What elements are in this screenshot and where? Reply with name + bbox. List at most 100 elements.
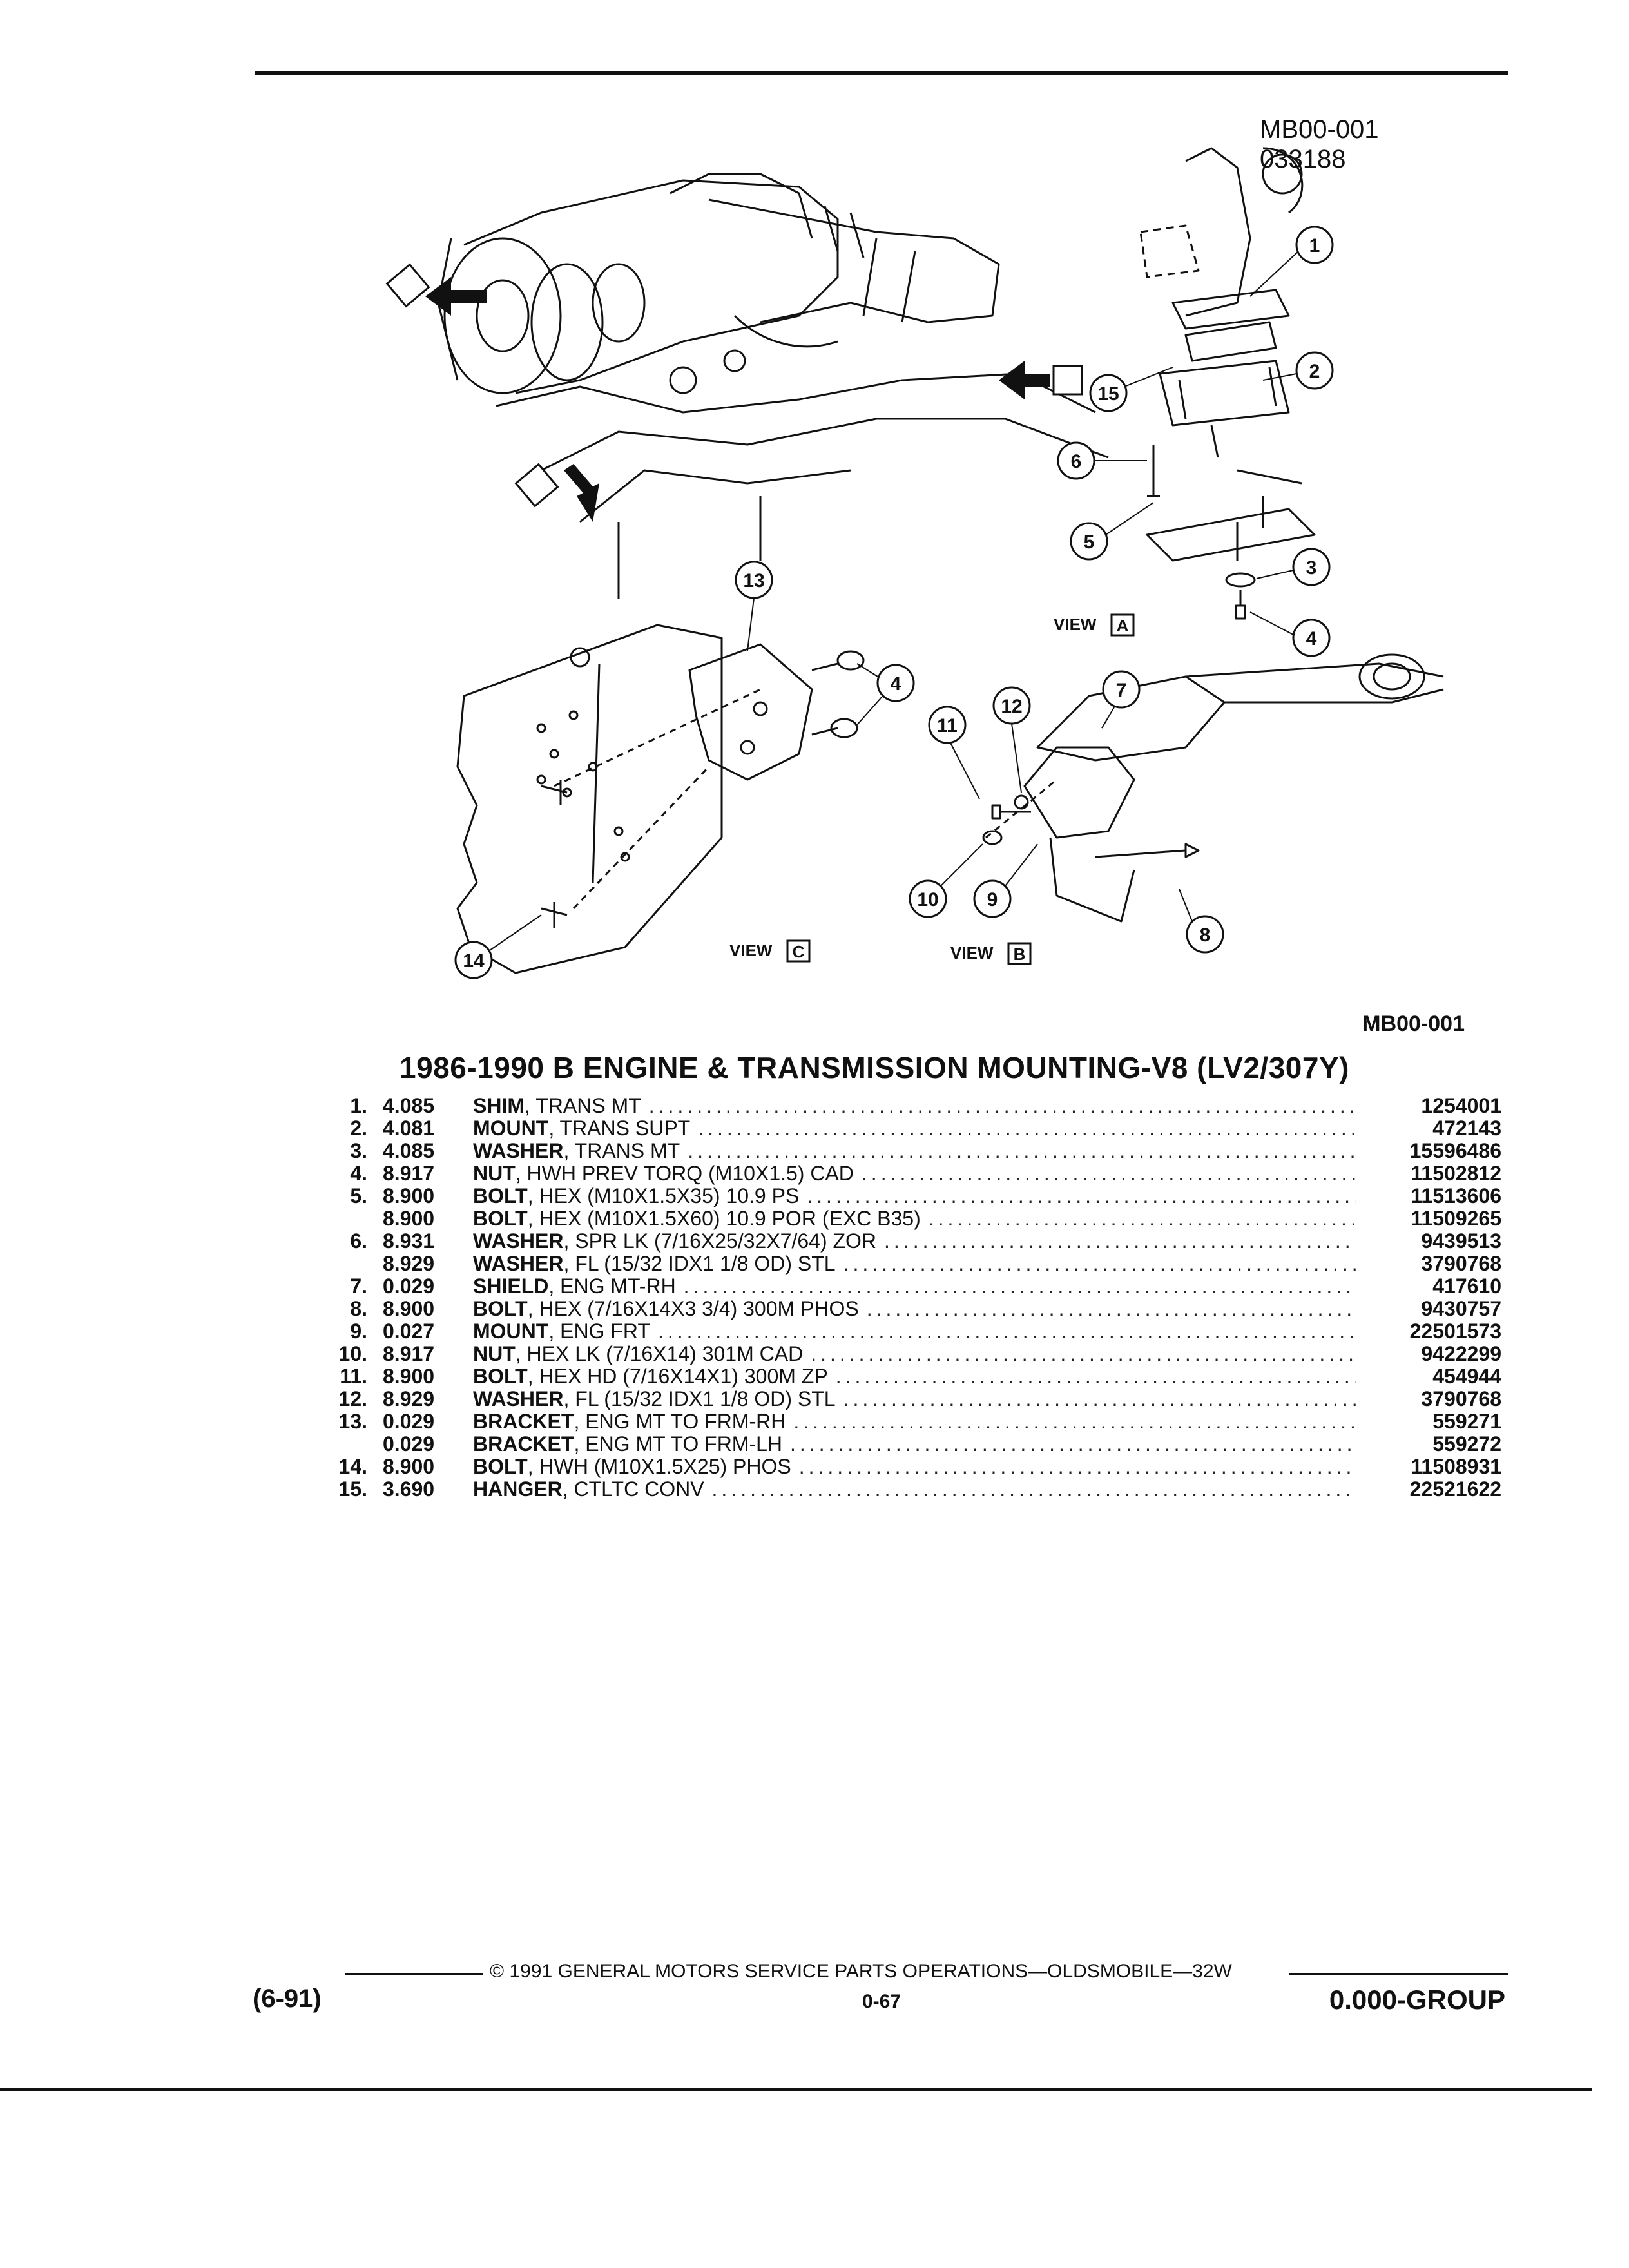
- part-name: BOLT: [473, 1455, 528, 1478]
- part-name: WASHER: [473, 1387, 564, 1410]
- part-description: SHIM , TRANS MT: [473, 1094, 1366, 1118]
- leader-dots: [799, 1455, 1356, 1479]
- item-number: 15.: [338, 1477, 367, 1501]
- leader-dots: [843, 1252, 1356, 1276]
- leader-dots: [807, 1184, 1356, 1208]
- leader-dots: [658, 1320, 1356, 1343]
- svg-text:5: 5: [1084, 532, 1095, 553]
- group-number: 8.929: [383, 1252, 435, 1275]
- callout-13: 13: [735, 561, 773, 651]
- part-detail: , FL (15/32 IDX1 1/8 OD) STL: [563, 1387, 836, 1410]
- arrow-c: [514, 463, 599, 522]
- group-number: 0.029: [383, 1274, 435, 1298]
- item-number: 3.: [350, 1139, 367, 1162]
- group-number: 8.917: [383, 1162, 435, 1185]
- svg-text:13: 13: [743, 570, 764, 591]
- svg-text:11: 11: [937, 715, 958, 736]
- part-number: 3790768: [1421, 1387, 1501, 1410]
- item-number: 2.: [350, 1117, 367, 1140]
- callout-10: 10: [909, 843, 983, 918]
- callout-4-c: 4: [856, 663, 915, 726]
- callout-14: 14: [454, 914, 542, 979]
- part-name: MOUNT: [473, 1117, 549, 1140]
- part-number: 1254001: [1421, 1094, 1501, 1117]
- part-detail: , FL (15/32 IDX1 1/8 OD) STL: [563, 1252, 836, 1275]
- bottom-rule: [0, 2088, 1592, 2091]
- group-number: 8.929: [383, 1387, 435, 1410]
- part-name: BOLT: [473, 1184, 528, 1207]
- part-number: 9430757: [1421, 1297, 1501, 1320]
- part-detail: , HWH (M10X1.5X25) PHOS: [527, 1455, 791, 1478]
- svg-text:VIEW: VIEW: [950, 943, 994, 963]
- part-number: 11513606: [1411, 1184, 1501, 1207]
- part-name: SHIELD: [473, 1274, 549, 1298]
- part-number: 559272: [1432, 1432, 1501, 1456]
- footer-date: (6-91): [253, 1984, 322, 2013]
- svg-text:VIEW: VIEW: [729, 941, 773, 960]
- item-number: 4.: [350, 1162, 367, 1185]
- part-name: NUT: [473, 1342, 516, 1365]
- part-description: WASHER , FL (15/32 IDX1 1/8 OD) STL: [473, 1252, 1366, 1276]
- part-description: NUT , HEX LK (7/16X14) 301M CAD: [473, 1342, 1366, 1366]
- part-description: WASHER , SPR LK (7/16X25/32X7/64) ZOR: [473, 1229, 1366, 1253]
- callout-3: 3: [1256, 548, 1331, 586]
- part-number: 559271: [1432, 1410, 1501, 1433]
- svg-text:6: 6: [1071, 451, 1082, 472]
- group-number: 4.081: [383, 1117, 435, 1140]
- section-title: 1986-1990 B ENGINE & TRANSMISSION MOUNTI…: [400, 1051, 1349, 1084]
- group-number: 3.690: [383, 1477, 435, 1501]
- part-name: NUT: [473, 1162, 516, 1185]
- part-number: 11502812: [1411, 1162, 1501, 1185]
- callout-15: 15: [1089, 367, 1173, 412]
- part-description: MOUNT , ENG FRT: [473, 1320, 1366, 1343]
- top-rule: [255, 71, 1508, 75]
- part-number: 15596486: [1409, 1139, 1501, 1162]
- svg-text:B: B: [1014, 945, 1026, 964]
- part-description: BOLT , HEX (M10X1.5X35) 10.9 PS: [473, 1184, 1366, 1208]
- leader-dots: [698, 1117, 1356, 1140]
- part-description: WASHER , TRANS MT: [473, 1139, 1366, 1163]
- part-name: BOLT: [473, 1297, 528, 1320]
- leader-dots: [867, 1297, 1356, 1321]
- diagram-svg: 1 2 3 4 4 5 6 7 8 9 10 11 12 13 14 15 VI…: [385, 147, 1444, 979]
- leader-dots: [884, 1229, 1356, 1253]
- part-number: 417610: [1432, 1274, 1501, 1298]
- group-number: 8.900: [383, 1455, 435, 1478]
- leader-dots: [929, 1207, 1356, 1231]
- part-detail: , TRANS MT: [563, 1139, 680, 1162]
- callout-12: 12: [992, 686, 1031, 793]
- svg-text:A: A: [1117, 616, 1129, 635]
- view-a-illustration: [1139, 147, 1316, 620]
- callout-7: 7: [1101, 670, 1141, 729]
- svg-text:7: 7: [1116, 680, 1127, 701]
- svg-text:1: 1: [1309, 235, 1320, 256]
- group-number: 4.085: [383, 1094, 435, 1117]
- svg-text:14: 14: [463, 950, 485, 972]
- callout-4-a: 4: [1249, 611, 1331, 657]
- group-number: 0.027: [383, 1320, 435, 1343]
- part-detail: , CTLTC CONV: [562, 1477, 704, 1501]
- part-name: HANGER: [473, 1477, 563, 1501]
- leader-dots: [793, 1410, 1356, 1434]
- svg-text:12: 12: [1001, 696, 1022, 717]
- callout-8: 8: [1179, 889, 1224, 954]
- part-name: BRACKET: [473, 1432, 574, 1456]
- part-name: SHIM: [473, 1094, 525, 1117]
- view-arrows: [385, 263, 1083, 522]
- callout-5: 5: [1070, 502, 1154, 561]
- arrow-b: [385, 263, 487, 316]
- footer-copyright: © 1991 GENERAL MOTORS SERVICE PARTS OPER…: [490, 1961, 1232, 1982]
- exploded-view-diagram: 1 2 3 4 4 5 6 7 8 9 10 11 12 13 14 15 VI…: [348, 110, 1469, 999]
- parts-row: 8.929 WASHER , FL (15/32 IDX1 1/8 OD) STL…: [290, 1252, 1501, 1276]
- part-description: NUT , HWH PREV TORQ (M10X1.5) CAD: [473, 1162, 1366, 1186]
- part-number: 472143: [1432, 1117, 1501, 1140]
- leader-dots: [684, 1274, 1356, 1298]
- leader-dots: [836, 1365, 1356, 1389]
- svg-text:9: 9: [987, 889, 998, 910]
